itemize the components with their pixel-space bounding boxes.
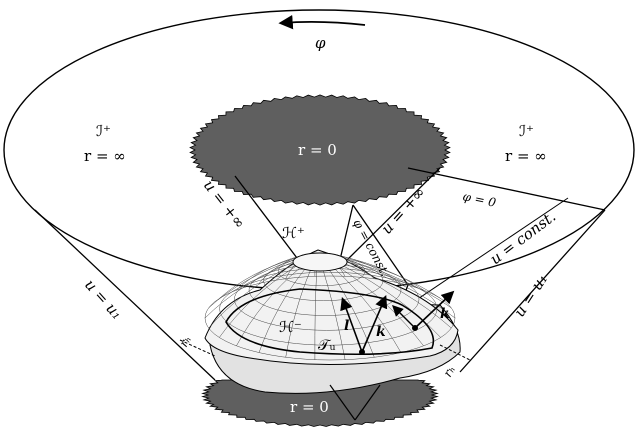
mesh-ring-line bbox=[219, 271, 438, 346]
label-rh-right: rₕ bbox=[440, 363, 458, 379]
rh-right-dashed bbox=[439, 344, 471, 361]
singularity-disk-top bbox=[189, 94, 451, 206]
label-scri-right: ℐ⁺ bbox=[519, 122, 534, 140]
label-r-inf-left: r = ∞ bbox=[84, 147, 126, 165]
vector-k-arrow bbox=[361, 295, 388, 353]
label-T-u: 𝒯ᵤ bbox=[318, 336, 335, 354]
label-scri-left: ℐ⁺ bbox=[96, 122, 111, 140]
label-H-plus: ℋ⁺ bbox=[282, 224, 305, 242]
label-u-u1-right: u = u₁ bbox=[510, 271, 551, 321]
phi-direction-arrow bbox=[278, 14, 366, 30]
vector-k-right-arrow bbox=[414, 290, 455, 329]
mesh-radial-line bbox=[236, 255, 300, 291]
vector-origin-point-a bbox=[359, 349, 365, 355]
mesh-radial-line bbox=[343, 257, 441, 299]
horizon-surface bbox=[204, 249, 461, 394]
label-u-u1-left: u = u₁ bbox=[81, 276, 126, 323]
horizon-upper-dome bbox=[204, 249, 459, 365]
mesh-radial-line bbox=[314, 270, 317, 360]
horizon-top-cap bbox=[292, 252, 348, 272]
bottom-vertex-right bbox=[354, 384, 381, 421]
horizon-bold-contour bbox=[225, 288, 435, 356]
mesh-radial-line bbox=[340, 255, 424, 291]
label-H-minus: ℋ⁻ bbox=[279, 318, 302, 336]
label-u-const-right: u = const. bbox=[487, 207, 560, 268]
label-r-inf-right: r = ∞ bbox=[505, 147, 547, 165]
mesh-radial-line bbox=[208, 263, 294, 329]
mesh-radial-line bbox=[258, 269, 305, 353]
mesh-radial-line bbox=[285, 270, 311, 358]
label-vector-l: l bbox=[344, 318, 349, 334]
label-r-zero-bottom: r = 0 bbox=[290, 398, 329, 416]
rh-left-dashed bbox=[179, 339, 216, 357]
u-plus-inf-left-line bbox=[234, 175, 301, 263]
u-plus-inf-right-line bbox=[344, 167, 441, 263]
label-phi-top: φ bbox=[315, 34, 326, 52]
bottom-vertex-left bbox=[329, 384, 356, 421]
mesh-radial-line bbox=[335, 269, 402, 353]
mesh-radial-line bbox=[204, 261, 294, 319]
mesh-radial-line bbox=[346, 261, 456, 319]
label-vector-k: k bbox=[376, 324, 386, 340]
cone-side-right bbox=[459, 209, 606, 373]
cone-side-left bbox=[34, 209, 216, 381]
vector-origin-point-b bbox=[412, 325, 418, 331]
mesh-ring-line bbox=[204, 275, 456, 361]
vector-l-arrow bbox=[340, 296, 363, 353]
label-rh-left: rₕ bbox=[176, 333, 194, 349]
mesh-radial-line bbox=[219, 257, 297, 299]
vector-l-right-arrow bbox=[392, 305, 416, 329]
label-phi-zero: φ = 0 bbox=[461, 189, 497, 210]
mesh-radial-line bbox=[329, 270, 375, 358]
label-r-zero-top: r = 0 bbox=[298, 141, 337, 159]
label-vector-k-right: k bbox=[440, 306, 450, 322]
mesh-radial-line bbox=[323, 270, 346, 360]
phi-const-line-b bbox=[352, 204, 409, 286]
phi-zero-line bbox=[407, 167, 606, 211]
